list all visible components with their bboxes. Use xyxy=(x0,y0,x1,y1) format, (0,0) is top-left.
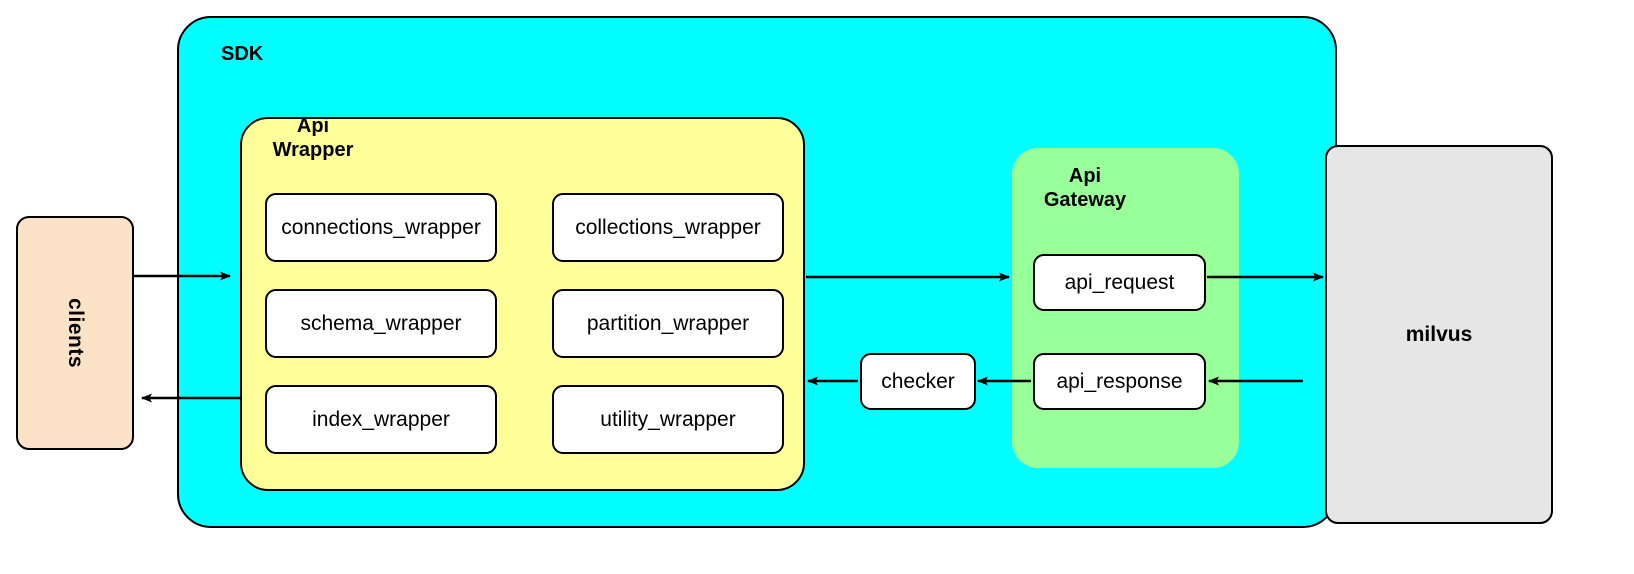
node-clients[interactable]: clients xyxy=(16,216,134,450)
node-index-wrapper-label: index_wrapper xyxy=(312,407,450,431)
node-milvus-label: milvus xyxy=(1405,322,1473,346)
node-partition-wrapper[interactable]: partition_wrapper xyxy=(552,289,784,358)
node-schema-wrapper[interactable]: schema_wrapper xyxy=(265,289,497,358)
node-milvus[interactable]: milvus xyxy=(1325,145,1553,524)
container-api-gateway-label: Api Gateway xyxy=(1043,165,1127,211)
node-api-response-label: api_response xyxy=(1056,369,1183,393)
node-collections-wrapper[interactable]: collections_wrapper xyxy=(552,193,784,262)
node-utility-wrapper[interactable]: utility_wrapper xyxy=(552,385,784,454)
node-collections-wrapper-label: collections_wrapper xyxy=(575,215,761,239)
node-api-request-label: api_request xyxy=(1064,270,1175,294)
node-schema-wrapper-label: schema_wrapper xyxy=(300,311,462,335)
node-connections-wrapper-label: connections_wrapper xyxy=(281,215,481,239)
container-sdk-label: SDK xyxy=(221,43,264,65)
node-partition-wrapper-label: partition_wrapper xyxy=(586,311,750,335)
node-utility-wrapper-label: utility_wrapper xyxy=(600,407,736,431)
node-api-request[interactable]: api_request xyxy=(1033,254,1206,311)
node-api-response[interactable]: api_response xyxy=(1033,353,1206,410)
node-index-wrapper[interactable]: index_wrapper xyxy=(265,385,497,454)
container-api-wrapper-label: Api Wrapper xyxy=(272,115,354,161)
node-checker-label: checker xyxy=(881,369,955,393)
node-connections-wrapper[interactable]: connections_wrapper xyxy=(265,193,497,262)
node-checker[interactable]: checker xyxy=(860,353,976,410)
node-clients-label: clients xyxy=(64,297,87,369)
